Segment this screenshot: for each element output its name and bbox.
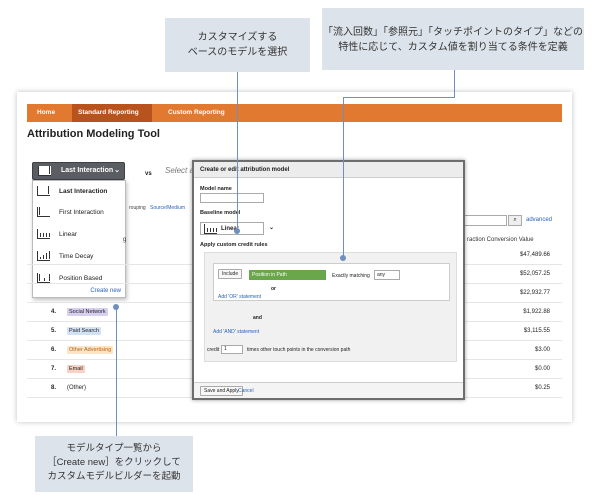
model-name-input[interactable]: [200, 193, 264, 203]
linear-icon: [37, 229, 50, 239]
add-and-link[interactable]: Add 'AND' statement: [213, 329, 260, 335]
attribution-model-editor: Create or edit attribution model Model n…: [192, 160, 465, 400]
page-title: Attribution Modeling Tool: [27, 128, 160, 140]
advanced-link[interactable]: advanced: [526, 217, 553, 223]
custom-credit-rules-label: Apply custom credit rules: [200, 242, 268, 248]
baseline-model-select[interactable]: Linear ⌄: [200, 222, 274, 235]
rule-condition-box: Include Position in Path Exactly matchin…: [213, 263, 450, 301]
add-or-link[interactable]: Add 'OR' statement: [218, 294, 262, 300]
dimension-select[interactable]: Position in Path: [249, 270, 326, 280]
modal-footer: Save and Apply Cancel: [194, 382, 463, 398]
callout-select-base-model: カスタマイズする ベースのモデルを選択: [165, 18, 310, 72]
search-icon[interactable]: ⌕: [508, 215, 522, 226]
chevron-down-icon: ⌄: [114, 167, 120, 174]
connector-line: [454, 70, 455, 98]
connector-dot: [113, 304, 119, 310]
first-interaction-icon: [37, 207, 50, 217]
model-type-dropdown: Last Interaction First Interaction Linea…: [32, 180, 126, 298]
conversion-value-column-header: raction Conversion Value: [467, 237, 534, 243]
position-based-icon: [37, 273, 50, 283]
tab-custom-reporting[interactable]: Custom Reporting: [168, 109, 225, 116]
grouping-label: rouping: [129, 205, 146, 211]
channel-column-header: g: [123, 237, 127, 243]
time-decay-icon: [37, 251, 50, 261]
credit-suffix: times other touch points in the conversi…: [247, 347, 351, 353]
channel-chip[interactable]: Paid Search: [67, 327, 101, 335]
match-type-label: Exactly matching: [332, 273, 370, 279]
channel-chip[interactable]: Email: [67, 365, 85, 373]
dropdown-item-time-decay[interactable]: Time Decay: [33, 247, 125, 267]
or-label: or: [271, 286, 276, 292]
create-new-link[interactable]: Create new: [90, 288, 121, 294]
baseline-model-label: Baseline model: [200, 210, 241, 216]
and-label: and: [253, 315, 262, 321]
model-select-button[interactable]: Last Interaction ⌄: [32, 162, 125, 180]
chevron-down-icon: ⌄: [269, 225, 275, 231]
cancel-link[interactable]: Cancel: [238, 388, 254, 394]
connector-line: [343, 97, 455, 98]
dropdown-item-first-interaction[interactable]: First Interaction: [33, 203, 125, 223]
channel-chip[interactable]: Social Network: [67, 308, 108, 316]
include-select[interactable]: Include: [218, 269, 243, 279]
connector-dot: [234, 228, 240, 234]
custom-credit-rules-panel: Include Position in Path Exactly matchin…: [204, 252, 457, 362]
credit-input[interactable]: 1: [221, 345, 243, 354]
callout-create-new: モデルタイプ一覧から ［Create new］をクリックして カスタムモデルビル…: [35, 436, 193, 492]
dropdown-item-last-interaction[interactable]: Last Interaction: [33, 182, 125, 202]
credit-label: credit: [207, 347, 220, 353]
model-name-label: Model name: [200, 186, 232, 192]
save-apply-button[interactable]: Save and Apply: [200, 386, 243, 396]
connector-line: [116, 308, 117, 436]
connector-line: [343, 97, 344, 257]
linear-icon: [204, 224, 217, 234]
vs-label: vs: [145, 171, 152, 177]
top-nav: Home Standard Reporting Custom Reporting: [27, 104, 562, 122]
tab-standard-reporting[interactable]: Standard Reporting: [72, 104, 152, 122]
last-interaction-icon: [37, 186, 50, 196]
last-interaction-icon: [38, 166, 51, 176]
connector-line: [237, 72, 238, 230]
source-medium-link[interactable]: Source/Medium: [150, 205, 186, 211]
connector-dot: [340, 255, 346, 261]
tab-home[interactable]: Home: [37, 109, 56, 116]
match-value-select[interactable]: any: [374, 270, 400, 280]
compare-model-select[interactable]: Select a: [165, 166, 194, 175]
dropdown-item-position-based[interactable]: Position Based: [33, 269, 125, 289]
dropdown-item-linear[interactable]: Linear: [33, 225, 125, 245]
channel-chip[interactable]: Other Advertising: [67, 346, 114, 354]
modal-title: Create or edit attribution model: [194, 162, 463, 178]
callout-define-conditions: 「流入回数」「参照元」「タッチポイントのタイプ」などの 特性に応じて、カスタム値…: [322, 8, 584, 70]
